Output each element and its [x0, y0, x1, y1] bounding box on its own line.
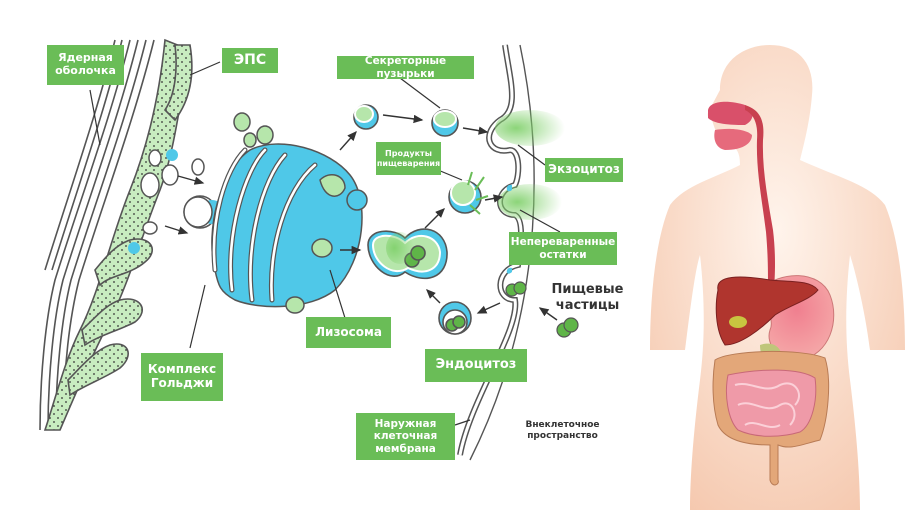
stomach: [759, 275, 835, 361]
label-secretory-vesicles: Секреторные пузырьки: [337, 55, 474, 80]
cell-diagram: [39, 38, 579, 461]
gallbladder: [729, 316, 747, 328]
intestines: [712, 350, 830, 486]
mouth-esophagus: [708, 101, 775, 290]
label-er: ЭПС: [222, 48, 278, 73]
leader-lines: [89, 61, 561, 426]
label-outer-membrane: Наружная клеточная мембрана: [356, 413, 455, 460]
label-extracellular-space: Внеклеточное пространство: [525, 420, 600, 441]
golgi-complex: [211, 112, 368, 314]
label-lysosome: Лизосома: [306, 317, 391, 348]
digestive-vacuoles: [367, 180, 482, 335]
digestion-product-arrows: [467, 171, 489, 215]
label-endocytosis: Эндоцитоз: [425, 349, 527, 382]
food-particles: [505, 281, 579, 338]
transport-vesicles: [128, 149, 224, 254]
label-nuclear-envelope: Ядерная оболочка: [47, 45, 124, 85]
exocytosis-spray: [386, 110, 565, 274]
label-exocytosis: Экзоцитоз: [545, 158, 623, 182]
label-digestion-products: Продукты пищеварения: [376, 142, 441, 175]
endoplasmic-reticulum: [43, 38, 193, 431]
body-silhouette: [650, 45, 905, 510]
label-golgi: Комплекс Гольджи: [141, 353, 223, 401]
label-food-particles: Пищевые частицы: [551, 282, 624, 313]
liver: [715, 276, 819, 365]
flow-arrows: [164, 114, 558, 321]
secretory-vesicles: [353, 104, 459, 137]
label-undigested-residues: Непереваренные остатки: [509, 232, 617, 265]
